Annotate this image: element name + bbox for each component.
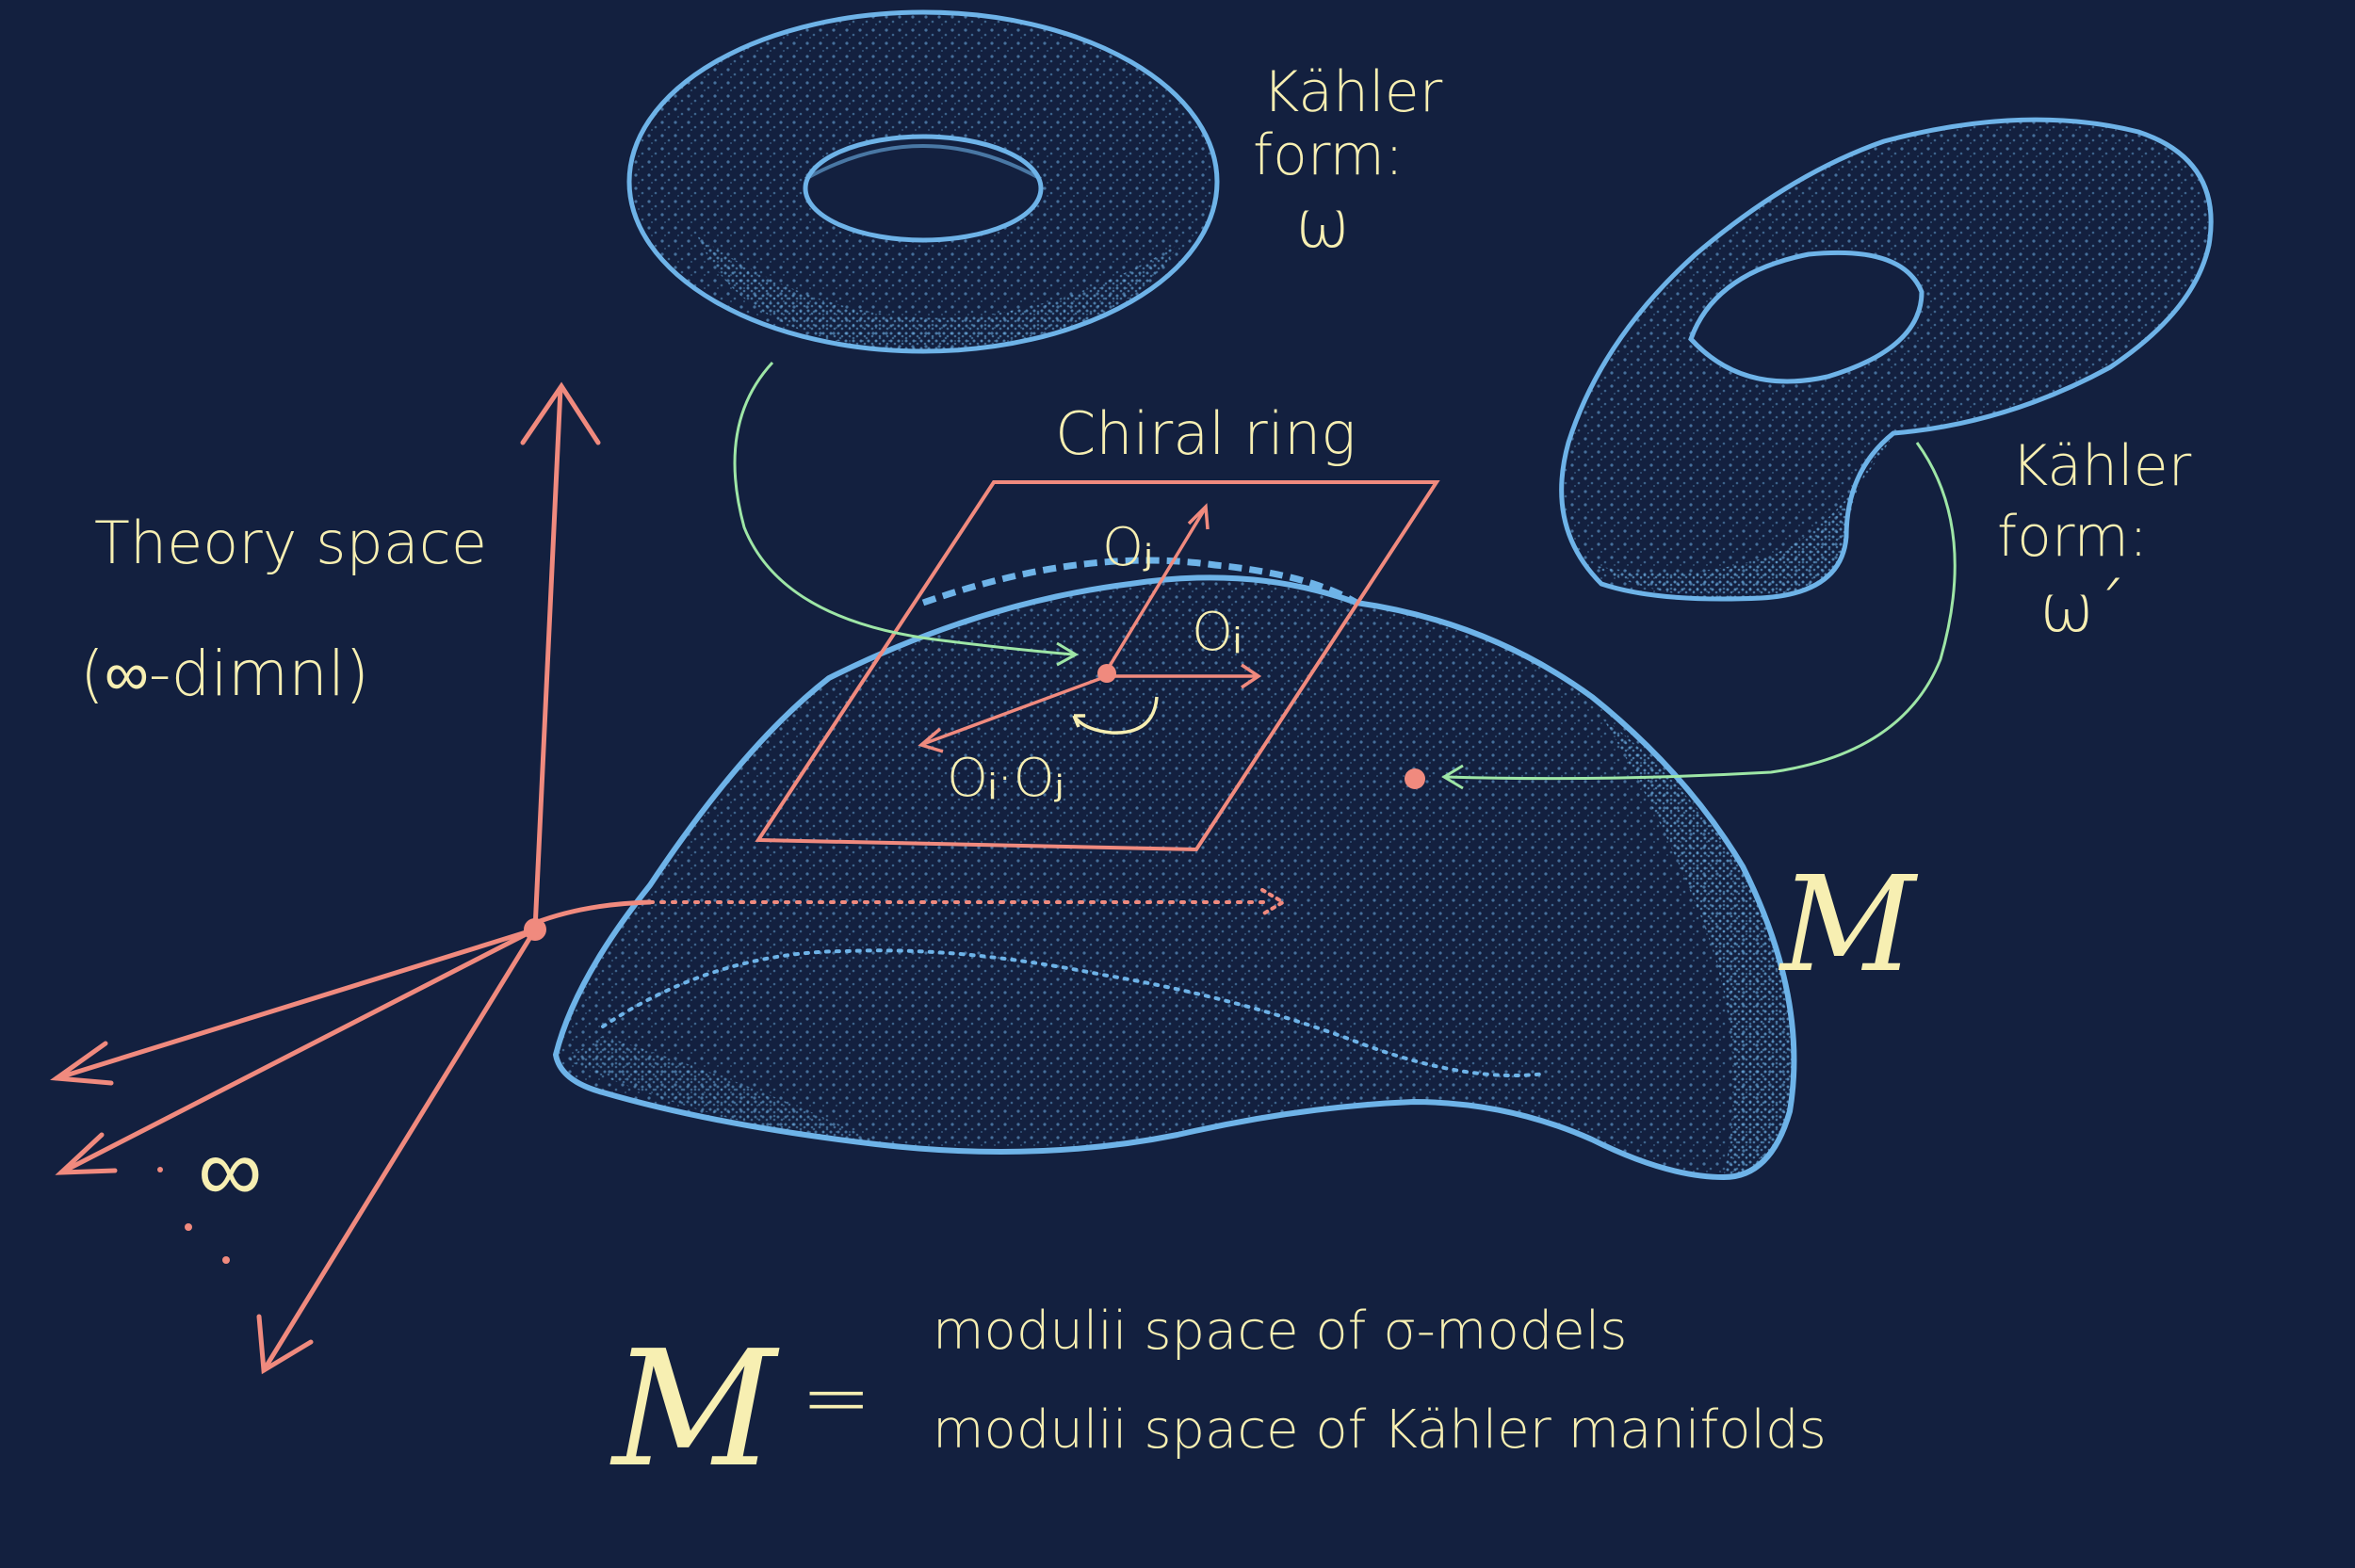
theory-space-dim-label: (∞-dimnl)	[80, 638, 369, 710]
torus-top	[626, 9, 1220, 354]
operator-product-label: Oᵢ·Oⱼ	[947, 748, 1064, 809]
chiral-ring-label: Chiral ring	[1055, 399, 1356, 468]
kahler-label-2-omega: ω´	[2039, 570, 2126, 647]
kahler-label-1-line1: Kähler	[1262, 59, 1443, 125]
kahler-label-2-line1: Kähler	[2011, 433, 2192, 499]
equation-line-1: modulii space of σ-models	[933, 1301, 1627, 1362]
kahler-label-1-line2: form:	[1253, 122, 1404, 188]
kahler-label-1-omega: ω	[1295, 186, 1351, 263]
equation-symbol: M	[609, 1317, 780, 1503]
infinity-symbol: ∞	[198, 1117, 262, 1222]
equation-line-2: modulii space of Kähler manifolds	[933, 1399, 1827, 1461]
torus-right	[1559, 117, 2214, 602]
base-point	[1097, 664, 1116, 683]
equation-equals: =	[801, 1349, 871, 1447]
moduli-space-symbol: M	[1778, 849, 1919, 1002]
map-arrows	[733, 361, 1957, 790]
theory-space-axes	[50, 381, 1287, 1375]
chiral-ring-plane	[755, 480, 1440, 852]
theory-space-label: Theory space	[94, 509, 487, 577]
moduli-surface	[552, 557, 1797, 1181]
operator-j-label: Oⱼ	[1102, 517, 1153, 578]
moduli-point	[1405, 768, 1425, 789]
operator-i-label: Oᵢ	[1192, 602, 1242, 663]
kahler-label-2-line2: form:	[1997, 504, 2148, 570]
